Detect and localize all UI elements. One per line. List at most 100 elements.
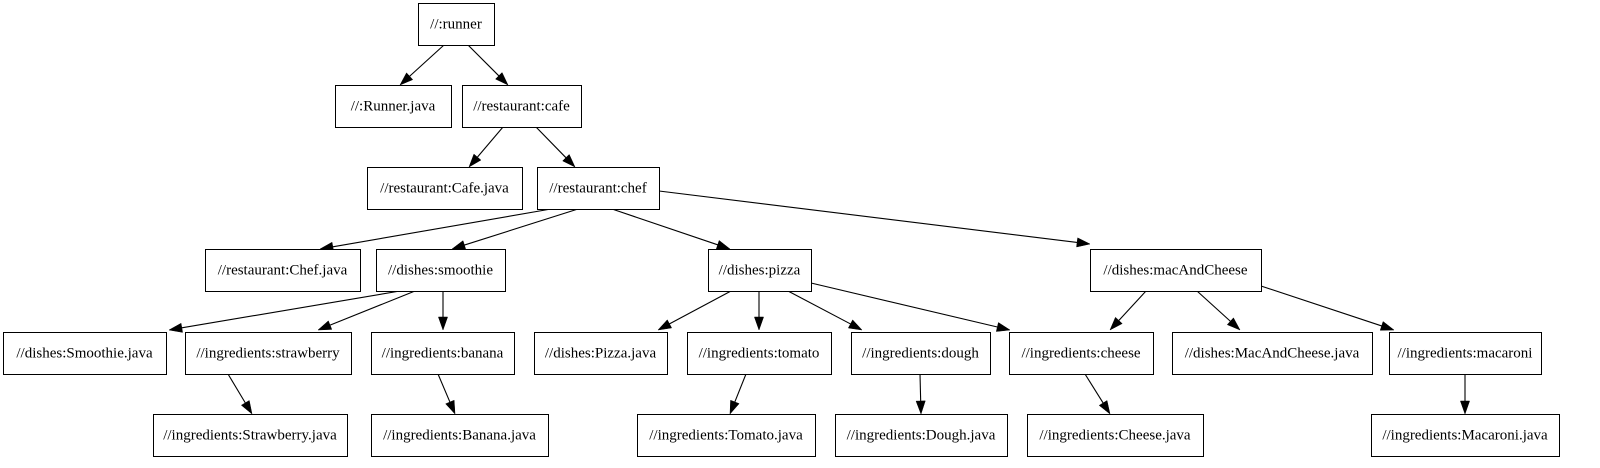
edge-dishes_pizza-to-ing_dough (787, 290, 863, 331)
edge-line (535, 126, 567, 159)
edge-arrowhead (715, 240, 731, 250)
edge-line (181, 290, 401, 329)
graph-node-restaurant_cafe[interactable]: //restaurant:cafe (462, 85, 582, 128)
node-label: //ingredients:Macaroni.java (1382, 427, 1548, 443)
graph-node-ing_macaroni[interactable]: //ingredients:macaroni (1389, 332, 1542, 375)
edge-line (787, 290, 851, 325)
edge-dishes_smoothie-to-ing_strawberry (317, 290, 416, 331)
edge-dishes_smoothie-to-smoothie_java (168, 290, 401, 333)
node-box[interactable] (1027, 414, 1204, 457)
edge-ing_cheese-to-cheese_java (1084, 373, 1111, 415)
node-label: //restaurant:chef (549, 180, 646, 196)
node-box[interactable] (537, 167, 660, 210)
node-box[interactable] (371, 414, 549, 457)
edge-dishes_macandch-to-macandcheese_java (1196, 290, 1241, 331)
graph-node-dishes_smoothie[interactable]: //dishes:smoothie (376, 249, 506, 292)
edge-arrowhead (562, 154, 576, 168)
node-label: //dishes:pizza (719, 262, 801, 278)
node-box[interactable] (418, 3, 495, 46)
node-box[interactable] (687, 332, 832, 375)
node-label: //dishes:Pizza.java (545, 345, 657, 361)
edge-runner-to-restaurant_cafe (467, 44, 509, 86)
graph-node-runner[interactable]: //:runner (418, 3, 495, 46)
node-box[interactable] (1172, 332, 1373, 375)
node-box[interactable] (835, 414, 1008, 457)
edge-arrowhead (1098, 400, 1111, 415)
edge-arrowhead (317, 320, 333, 331)
node-box[interactable] (1371, 414, 1560, 457)
edge-ing_tomato-to-tomato_java (729, 373, 747, 415)
edge-line (477, 126, 504, 158)
graph-node-smoothie_java[interactable]: //dishes:Smoothie.java (3, 332, 167, 375)
edge-line (919, 373, 922, 402)
node-box[interactable] (153, 414, 348, 457)
graph-node-strawberry_java[interactable]: //ingredients:Strawberry.java (153, 414, 348, 457)
node-box[interactable] (1389, 332, 1542, 375)
node-label: //ingredients:Banana.java (383, 427, 536, 443)
node-box[interactable] (376, 249, 506, 292)
node-label: //ingredients:strawberry (196, 345, 340, 361)
edge-arrowhead (754, 316, 764, 331)
edge-arrowhead (495, 72, 509, 86)
edge-arrowhead (468, 153, 482, 168)
node-label: //ingredients:macaroni (1398, 345, 1533, 361)
graph-node-macaroni_java[interactable]: //ingredients:Macaroni.java (1371, 414, 1560, 457)
node-box[interactable] (371, 332, 515, 375)
graph-node-ing_strawberry[interactable]: //ingredients:strawberry (185, 332, 352, 375)
graph-node-dishes_pizza[interactable]: //dishes:pizza (708, 249, 812, 292)
graph-node-banana_java[interactable]: //ingredients:Banana.java (371, 414, 549, 457)
node-box[interactable] (851, 332, 991, 375)
edge-line (734, 373, 747, 403)
node-box[interactable] (335, 85, 452, 128)
edge-arrowhead (1460, 400, 1470, 415)
graph-node-cafe_java[interactable]: //restaurant:Cafe.java (367, 167, 523, 210)
edge-line (810, 282, 998, 328)
edge-line (409, 44, 445, 77)
node-box[interactable] (205, 249, 361, 292)
node-box[interactable] (708, 249, 812, 292)
edge-arrowhead (1226, 317, 1241, 331)
graph-node-dishes_macandch[interactable]: //dishes:macAndCheese (1090, 249, 1262, 292)
node-box[interactable] (3, 332, 167, 375)
graph-node-ing_tomato[interactable]: //ingredients:tomato (687, 332, 832, 375)
edge-line (1084, 373, 1104, 404)
edge-arrowhead (445, 399, 456, 415)
edge-ing_banana-to-banana_java (437, 373, 456, 415)
node-box[interactable] (534, 332, 668, 375)
graph-node-ing_banana[interactable]: //ingredients:banana (371, 332, 515, 375)
node-box[interactable] (185, 332, 352, 375)
node-box[interactable] (1090, 249, 1262, 292)
node-label: //ingredients:Dough.java (847, 427, 996, 443)
node-label: //ingredients:Tomato.java (649, 427, 803, 443)
edge-dishes_pizza-to-ing_tomato (754, 291, 764, 331)
edge-dishes_smoothie-to-ing_banana (438, 291, 448, 331)
graph-node-chef_java[interactable]: //restaurant:Chef.java (205, 249, 361, 292)
graph-node-macandcheese_java[interactable]: //dishes:MacAndCheese.java (1172, 332, 1373, 375)
edge-line (227, 373, 246, 404)
edge-arrowhead (729, 399, 740, 415)
edge-line (332, 208, 552, 248)
node-label: //ingredients:dough (862, 345, 979, 361)
graph-node-restaurant_chef[interactable]: //restaurant:chef (537, 167, 660, 210)
edge-line (658, 190, 1078, 243)
graph-node-cheese_java[interactable]: //ingredients:Cheese.java (1027, 414, 1204, 457)
node-label: //dishes:macAndCheese (1103, 262, 1247, 278)
graph-node-ing_cheese[interactable]: //ingredients:cheese (1009, 332, 1154, 375)
node-box[interactable] (367, 167, 523, 210)
edge-ing_strawberry-to-strawberry_java (227, 373, 253, 415)
edge-line (437, 373, 451, 403)
node-label: //dishes:Smoothie.java (16, 345, 153, 361)
edge-arrowhead (451, 240, 467, 250)
node-box[interactable] (462, 85, 582, 128)
edge-arrowhead (657, 319, 673, 331)
graph-node-pizza_java[interactable]: //dishes:Pizza.java (534, 332, 668, 375)
edge-arrowhead (915, 400, 926, 415)
node-box[interactable] (1009, 332, 1154, 375)
edge-arrowhead (399, 72, 414, 86)
graph-node-tomato_java[interactable]: //ingredients:Tomato.java (637, 414, 816, 457)
graph-node-runner_java[interactable]: //:Runner.java (335, 85, 452, 128)
graph-node-dough_java[interactable]: //ingredients:Dough.java (835, 414, 1008, 457)
edge-restaurant_chef-to-dishes_pizza (611, 208, 731, 250)
node-box[interactable] (637, 414, 816, 457)
graph-node-ing_dough[interactable]: //ingredients:dough (851, 332, 991, 375)
